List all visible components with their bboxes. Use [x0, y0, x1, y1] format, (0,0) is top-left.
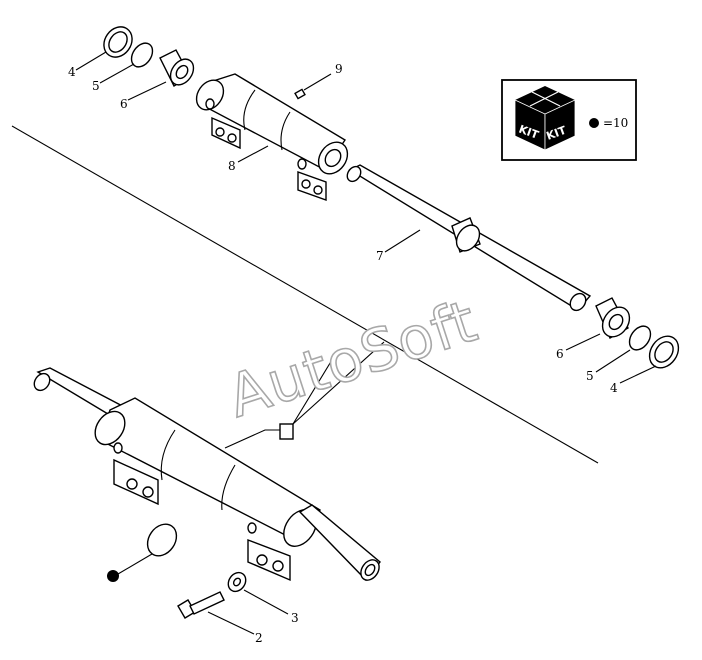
o-ring-bottom	[628, 325, 652, 351]
callout-6-top: 6	[120, 97, 128, 111]
kit-legend-bullet-icon	[589, 118, 599, 128]
callout-4-top: 4	[68, 65, 76, 79]
callout-5-bottom: 5	[586, 369, 594, 383]
callout-4-bottom: 4	[610, 381, 618, 395]
leader-lines	[75, 51, 657, 635]
kit-o-ring-leader	[117, 553, 153, 575]
kit-o-ring	[146, 523, 178, 557]
callout-7: 7	[376, 249, 384, 263]
bolt	[177, 591, 225, 619]
callout-6-bottom: 6	[556, 347, 564, 361]
kit-legend-number: 10	[613, 116, 628, 130]
kit-box-icon: KIT KIT	[514, 86, 576, 151]
callout-5-top: 5	[92, 79, 100, 93]
kit-legend-equals: =	[603, 116, 613, 130]
callout-8: 8	[228, 159, 236, 173]
piston-rod	[346, 164, 592, 312]
bushing-bottom	[595, 297, 631, 339]
assembled-cylinder	[33, 367, 381, 582]
o-ring-top	[130, 42, 154, 68]
retaining-nut-top	[103, 26, 133, 58]
washer	[227, 571, 247, 593]
frame-line	[11, 125, 599, 464]
watermark: AutoSoft	[220, 287, 486, 431]
kit-legend: KIT KIT = 10	[501, 79, 637, 161]
callout-2: 2	[255, 631, 263, 645]
bushing-top	[159, 49, 195, 88]
grease-fitting	[294, 73, 332, 100]
retaining-nut-bottom	[648, 335, 680, 369]
kit-pointer	[224, 341, 385, 449]
cylinder-tube-top	[195, 73, 349, 201]
callout-9: 9	[335, 62, 343, 76]
kit-bullet-icon	[107, 570, 119, 582]
callout-3: 3	[291, 611, 299, 625]
